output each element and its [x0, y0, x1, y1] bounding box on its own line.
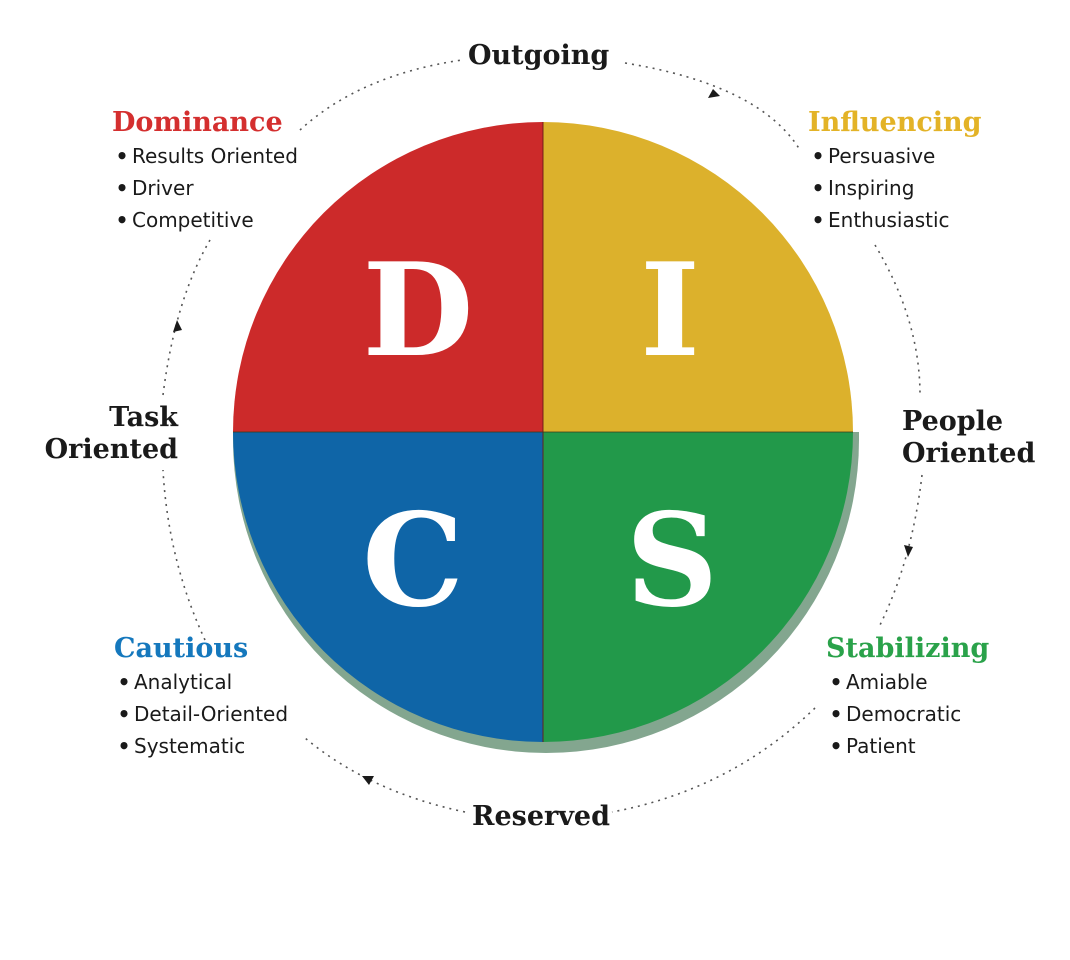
trait-item: •Driver [112, 172, 298, 204]
bullet-icon: • [115, 144, 129, 168]
quadrant-i-info: Influencing •Persuasive •Inspiring •Enth… [808, 106, 982, 236]
cycle-arc-left-lower [162, 469, 206, 641]
quadrant-d-letter: D [363, 236, 474, 386]
quadrant-i-traits: •Persuasive •Inspiring •Enthusiastic [808, 140, 982, 236]
quadrant-s-wedge [543, 432, 853, 742]
cycle-arc-bottom-left [304, 737, 466, 813]
quadrant-d-traits: •Results Oriented •Driver •Competitive [112, 140, 298, 236]
cycle-arc-right-lower [879, 474, 923, 626]
cycle-arc-top-right [624, 62, 801, 151]
trait-item: •Competitive [112, 204, 298, 236]
trait-item: •Enthusiastic [808, 204, 982, 236]
bullet-icon: • [117, 670, 131, 694]
trait-item: •Systematic [114, 730, 288, 762]
trait-item: •Democratic [826, 698, 989, 730]
quadrant-c-traits: •Analytical •Detail-Oriented •Systematic [114, 666, 288, 762]
bullet-icon: • [811, 208, 825, 232]
bullet-icon: • [117, 702, 131, 726]
axis-left-line2: Oriented [44, 434, 178, 465]
cycle-arc-top-left [299, 59, 463, 131]
trait-item: •Amiable [826, 666, 989, 698]
quadrant-i-title: Influencing [808, 107, 982, 138]
quadrant-d-wedge [233, 122, 543, 432]
arrow-bottom-left-icon [362, 776, 374, 785]
quadrant-d-title: Dominance [112, 107, 283, 138]
axis-left-line1: Task [109, 402, 178, 433]
trait-item: •Results Oriented [112, 140, 298, 172]
axis-top-label: Outgoing [468, 40, 610, 71]
trait-item: •Inspiring [808, 172, 982, 204]
axis-left-label: Task Oriented [44, 402, 178, 466]
bullet-icon: • [829, 670, 843, 694]
bullet-icon: • [115, 176, 129, 200]
quadrant-c-wedge [233, 432, 543, 742]
bullet-icon: • [117, 734, 131, 758]
bullet-icon: • [811, 176, 825, 200]
quadrant-d-info: Dominance •Results Oriented •Driver •Com… [112, 106, 298, 236]
axis-right-line2: Oriented [902, 438, 1036, 469]
quadrant-s-traits: •Amiable •Democratic •Patient [826, 666, 989, 762]
cycle-arrows [173, 89, 913, 785]
arrow-top-right-icon [708, 89, 720, 98]
quadrant-s-letter: S [626, 486, 718, 636]
quadrant-c-letter: C [362, 486, 464, 636]
quadrant-i-letter: I [640, 236, 700, 386]
axis-bottom-label: Reserved [472, 801, 610, 832]
bullet-icon: • [829, 734, 843, 758]
arrow-right-lower-icon [904, 545, 913, 557]
trait-item: •Patient [826, 730, 989, 762]
bullet-icon: • [115, 208, 129, 232]
outer-cycle [162, 59, 923, 813]
axis-right-line1: People [902, 406, 1004, 437]
bullet-icon: • [829, 702, 843, 726]
cycle-arc-bottom-right [611, 707, 816, 813]
quadrant-c-title: Cautious [114, 633, 249, 664]
arrow-left-upper-icon [173, 320, 182, 332]
quadrant-i-wedge [543, 122, 853, 432]
trait-item: •Detail-Oriented [114, 698, 288, 730]
quadrant-s-title: Stabilizing [826, 633, 990, 664]
trait-item: •Analytical [114, 666, 288, 698]
cycle-arc-left-upper [162, 239, 211, 396]
trait-item: •Persuasive [808, 140, 982, 172]
cycle-arc-right-upper [874, 244, 921, 396]
bullet-icon: • [811, 144, 825, 168]
axis-right-label: People Oriented [902, 406, 1035, 470]
quadrant-c-info: Cautious •Analytical •Detail-Oriented •S… [114, 632, 288, 762]
quadrant-s-info: Stabilizing •Amiable •Democratic •Patien… [826, 632, 989, 762]
